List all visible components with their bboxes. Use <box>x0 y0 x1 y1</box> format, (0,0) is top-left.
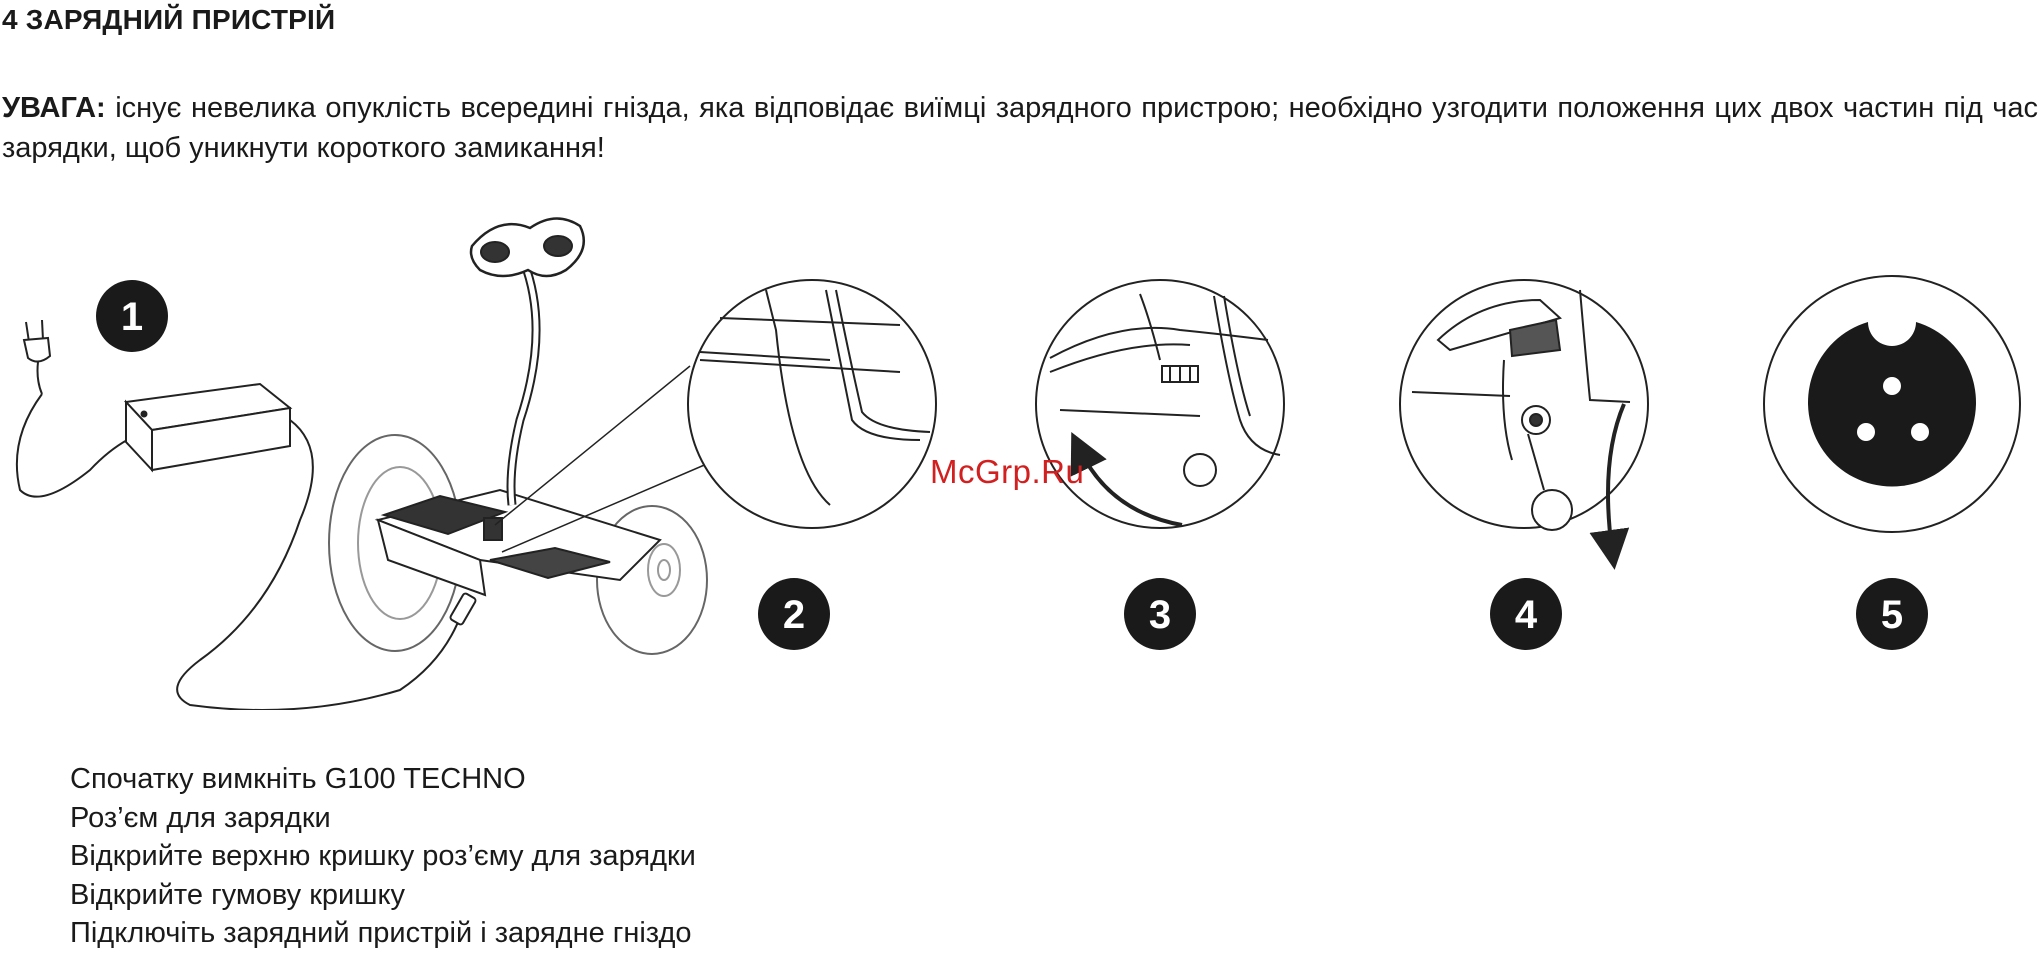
arrow-up-icon <box>1070 432 1183 527</box>
step-item-1: Спочатку вимкніть G100 TECHNO <box>70 763 526 795</box>
svg-text:3: 3 <box>1149 593 1171 637</box>
svg-text:2: 2 <box>783 593 805 637</box>
plug-icon <box>22 319 52 395</box>
step-badge-3: 3 <box>1124 578 1196 650</box>
arrow-down-icon <box>1589 403 1630 570</box>
step-badge-5: 5 <box>1856 578 1928 650</box>
socket-icon <box>1763 275 2021 533</box>
svg-text:1: 1 <box>121 295 143 339</box>
dc-connector-icon <box>449 592 477 626</box>
warning-text: існує невелика опуклість всередині гнізд… <box>2 92 2039 164</box>
svg-text:5: 5 <box>1881 593 1903 637</box>
scooter-icon <box>328 217 708 655</box>
watermark-text: McGrp.Ru <box>930 453 1085 490</box>
charging-illustration: 1 <box>15 217 2021 710</box>
section-title: 4 ЗАРЯДНИЙ ПРИСТРІЙ <box>2 4 336 35</box>
step-item-4: Відкрийте гумову кришку <box>70 878 406 911</box>
steps-list: Спочатку вимкніть G100 TECHNO Роз’єм для… <box>70 760 696 953</box>
step-item-3: Відкрийте верхню кришку роз’єму для заря… <box>70 840 696 872</box>
detail-socket-location <box>687 279 937 529</box>
step-badge-2: 2 <box>758 578 830 650</box>
svg-text:4: 4 <box>1515 593 1538 637</box>
step-item-2: Роз’єм для зарядки <box>70 801 331 834</box>
detail-open-cover <box>1035 279 1285 529</box>
detail-rubber-cover <box>1399 279 1649 570</box>
warning-label: УВАГА: <box>2 92 106 124</box>
step-badge-1: 1 <box>96 280 168 352</box>
warning-paragraph: УВАГА: існує невелика опуклість всередин… <box>2 88 2038 168</box>
charger-adapter-icon <box>123 382 293 473</box>
step-item-5: Підключіть зарядний пристрій і зарядне г… <box>70 917 692 949</box>
step-badge-4: 4 <box>1490 578 1562 650</box>
